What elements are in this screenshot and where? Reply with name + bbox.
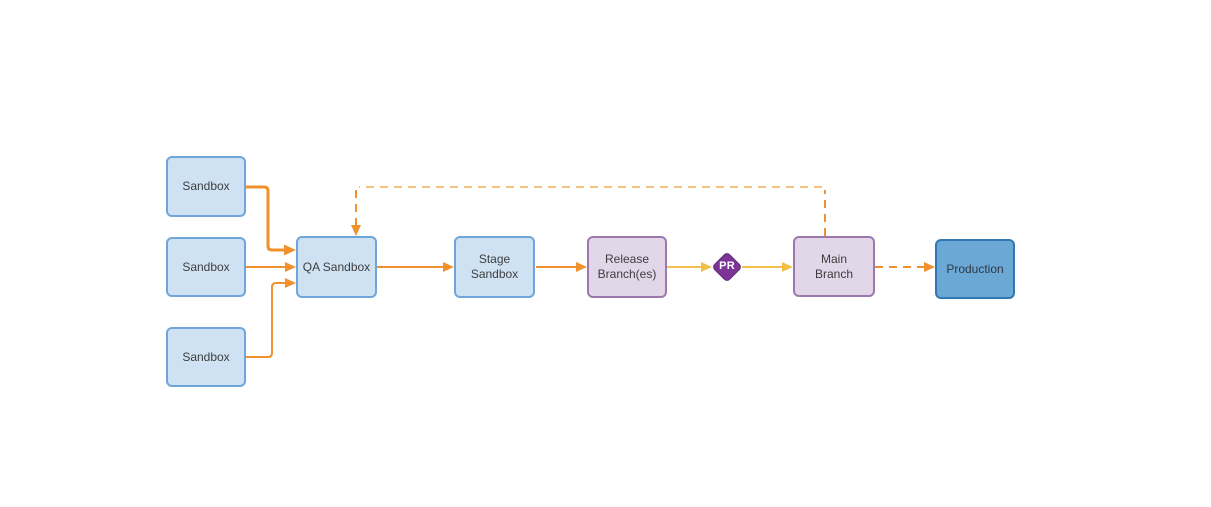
- node-main-branch-label: Main Branch: [814, 251, 854, 281]
- arrowhead-sandbox-top-to-qa: [284, 244, 296, 256]
- node-sandbox-middle-label: Sandbox: [182, 259, 230, 274]
- node-production-label: Production: [946, 261, 1004, 276]
- node-release-branches[interactable]: Release Branch(es): [587, 236, 667, 298]
- arrowhead-qa-to-stage: [443, 262, 454, 272]
- arrowhead-stage-to-release: [576, 262, 587, 272]
- arrowhead-main-to-production: [924, 262, 935, 272]
- node-pr-label: PR: [719, 260, 735, 273]
- arrowhead-pr-to-main: [782, 262, 793, 272]
- node-stage-sandbox[interactable]: Stage Sandbox: [454, 236, 535, 298]
- node-release-branches-label: Release Branch(es): [597, 252, 657, 281]
- node-stage-sandbox-label: Stage Sandbox: [470, 252, 519, 281]
- edge-sandbox-bottom-to-qa: [246, 282, 285, 358]
- arrowhead-sandbox-bottom-to-qa: [285, 278, 296, 288]
- arrowhead-feedback-into-qa: [351, 225, 361, 236]
- node-qa-sandbox[interactable]: QA Sandbox: [296, 236, 377, 298]
- node-sandbox-bottom-label: Sandbox: [182, 349, 230, 364]
- node-qa-sandbox-label: QA Sandbox: [302, 259, 371, 274]
- arrowhead-release-to-pr: [701, 262, 712, 272]
- node-main-branch[interactable]: Main Branch: [793, 236, 875, 297]
- node-sandbox-bottom[interactable]: Sandbox: [166, 327, 246, 387]
- node-sandbox-middle[interactable]: Sandbox: [166, 237, 246, 297]
- arrowhead-sandbox-middle-to-qa: [285, 262, 296, 272]
- node-sandbox-top[interactable]: Sandbox: [166, 156, 246, 217]
- node-production[interactable]: Production: [935, 239, 1015, 299]
- node-sandbox-top-label: Sandbox: [182, 179, 230, 193]
- edge-sandbox-top-to-qa: [246, 185, 284, 252]
